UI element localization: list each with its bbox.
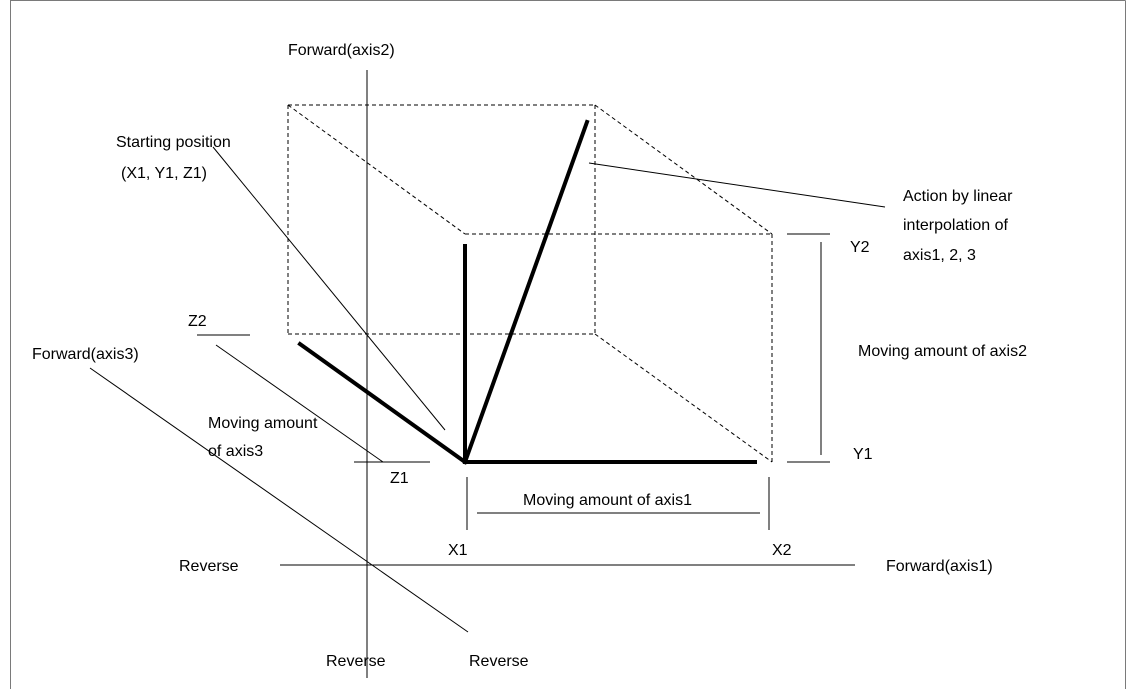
action-label-line1: Action by linear bbox=[903, 188, 1013, 205]
moving-amount-axis1-label: Moving amount of axis1 bbox=[523, 492, 692, 509]
reverse-axis3-label: Reverse bbox=[469, 653, 529, 670]
forward-axis3-label: Forward(axis3) bbox=[32, 346, 139, 363]
z2-label: Z2 bbox=[188, 313, 207, 330]
moving-amount-axis3-label-line2: of axis3 bbox=[208, 443, 263, 460]
axis3-diagonal-line bbox=[89, 367, 469, 633]
action-leader bbox=[588, 162, 886, 208]
reverse-axis2-label: Reverse bbox=[326, 653, 386, 670]
motion-lines bbox=[297, 119, 757, 465]
reverse-axis1-label: Reverse bbox=[179, 558, 239, 575]
x2-label: X2 bbox=[772, 542, 792, 559]
dashed-cube bbox=[287, 104, 773, 463]
forward-axis2-label: Forward(axis2) bbox=[288, 42, 395, 59]
starting-position-leader bbox=[212, 146, 446, 431]
forward-axis1-label: Forward(axis1) bbox=[886, 558, 993, 575]
starting-position-label-line1: Starting position bbox=[116, 134, 231, 151]
interpolation-motion-line bbox=[462, 119, 590, 465]
moving-amount-axis3-label-line1: Moving amount bbox=[208, 415, 318, 432]
moving-amount-axis2-label: Moving amount of axis2 bbox=[858, 343, 1027, 360]
axis3-motion-line bbox=[297, 341, 468, 465]
dimension-lines bbox=[197, 233, 830, 530]
y1-label: Y1 bbox=[853, 446, 873, 463]
z1-label: Z1 bbox=[390, 470, 409, 487]
starting-position-label-line2: (X1, Y1, Z1) bbox=[121, 165, 207, 182]
x1-label: X1 bbox=[448, 542, 468, 559]
action-label-line2: interpolation of bbox=[903, 217, 1009, 234]
action-label-line3: axis1, 2, 3 bbox=[903, 247, 976, 264]
y2-label: Y2 bbox=[850, 239, 870, 256]
